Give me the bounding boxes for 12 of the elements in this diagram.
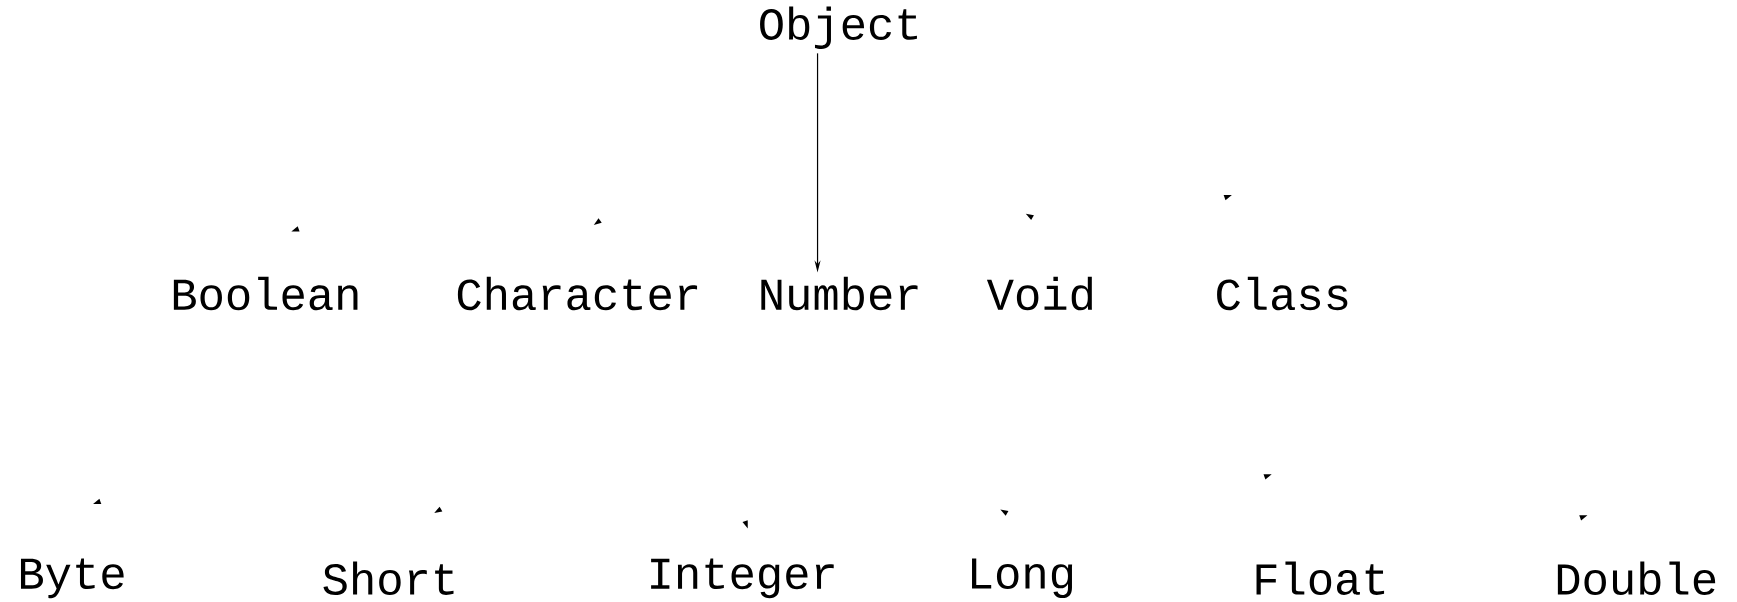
class-name: Object <box>760 6 917 50</box>
class-name: Long <box>972 558 1073 599</box>
class-name: Void <box>986 277 1092 311</box>
class-name: Double <box>1557 561 1716 596</box>
class-name: Integer <box>651 558 834 599</box>
class-name: Class <box>1217 277 1348 311</box>
class-name: Byte <box>21 558 124 599</box>
class-name: Number <box>761 277 918 311</box>
class-name: Short <box>323 561 454 596</box>
class-name: Boolean <box>173 277 358 311</box>
class-name: Character <box>457 277 698 311</box>
class-name: Float <box>1256 561 1385 596</box>
